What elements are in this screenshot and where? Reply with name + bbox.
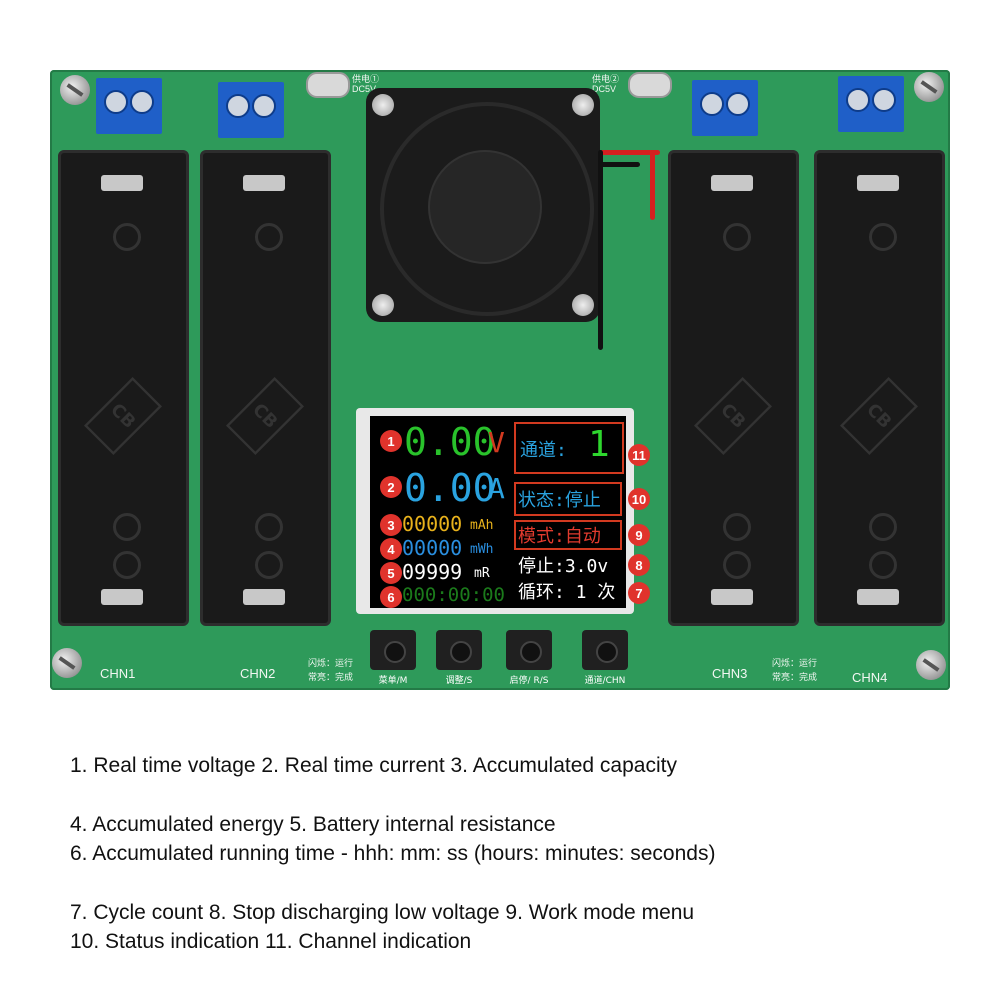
current-value: 0.00 xyxy=(404,466,496,510)
power-label-1: 供电① xyxy=(352,74,380,84)
time-value: 000:00:00 xyxy=(402,584,505,606)
current-unit: A xyxy=(488,472,505,505)
badge-5: 5 xyxy=(380,562,402,584)
caption-line-5: 10. Status indication 11. Channel indica… xyxy=(70,930,472,953)
adjust-button-label: 调整/S xyxy=(445,676,473,686)
menu-button-label: 菜单/M xyxy=(378,676,408,686)
resistance-unit: mR xyxy=(474,566,490,581)
badge-2: 2 xyxy=(380,476,402,498)
terminal-chn4 xyxy=(838,76,904,132)
product-photo: 供电① DC5V 供电② DC5V CB CB CB CB xyxy=(0,0,1001,720)
adjust-button[interactable] xyxy=(436,630,482,670)
voltage-unit: V xyxy=(488,426,505,459)
resistance-value: 09999 xyxy=(402,560,463,584)
battery-holder-4: CB xyxy=(814,150,945,626)
legend-left-blink: 闪烁：运行 xyxy=(308,658,354,668)
cooling-fan xyxy=(366,88,600,322)
mode-box xyxy=(514,520,622,550)
badge-9: 9 xyxy=(628,524,650,546)
battery-holder-1: CB xyxy=(58,150,189,626)
badge-7: 7 xyxy=(628,582,650,604)
capacity-value: 00000 xyxy=(402,512,463,536)
channel-value: 1 xyxy=(588,424,610,465)
chn1-label: CHN1 xyxy=(100,666,136,681)
badge-10: 10 xyxy=(628,488,650,510)
channel-button-label: 通道/CHN xyxy=(584,676,626,686)
terminal-chn2 xyxy=(218,82,284,138)
power-label-2: 供电② xyxy=(592,74,620,84)
fan-wire-down-red xyxy=(650,150,655,220)
caption-line-3: 6. Accumulated running time - hhh: mm: s… xyxy=(70,842,716,865)
caption-line-4: 7. Cycle count 8. Stop discharging low v… xyxy=(70,901,695,924)
energy-unit: mWh xyxy=(470,542,494,557)
capacity-unit: mAh xyxy=(470,518,494,533)
chn3-label: CHN3 xyxy=(712,666,748,681)
badge-1: 1 xyxy=(380,430,402,452)
energy-value: 00000 xyxy=(402,536,463,560)
menu-button[interactable] xyxy=(370,630,416,670)
badge-6: 6 xyxy=(380,586,402,608)
fan-wire-red xyxy=(600,150,660,155)
usb-c-port-2 xyxy=(628,72,672,98)
legend-left-solid: 常亮：完成 xyxy=(308,672,354,682)
badge-11: 11 xyxy=(628,444,650,466)
power-sub-2: DC5V xyxy=(592,84,617,94)
legend-right-solid: 常亮：完成 xyxy=(772,672,818,682)
start-stop-button-label: 启停/ R/S xyxy=(509,676,549,686)
badge-4: 4 xyxy=(380,538,402,560)
legend-right-blink: 闪烁：运行 xyxy=(772,658,818,668)
caption-line-2: 4. Accumulated energy 5. Battery interna… xyxy=(70,813,556,836)
channel-box xyxy=(514,422,624,474)
caption-line-1: 1. Real time voltage 2. Real time curren… xyxy=(70,754,677,777)
fan-wire-black xyxy=(600,162,640,167)
badge-8: 8 xyxy=(628,554,650,576)
screw-top-left xyxy=(60,75,90,105)
power-sub-1: DC5V xyxy=(352,84,377,94)
chn4-label: CHN4 xyxy=(852,670,888,685)
battery-holder-2: CB xyxy=(200,150,331,626)
chn2-label: CHN2 xyxy=(240,666,276,681)
start-stop-button[interactable] xyxy=(506,630,552,670)
terminal-chn3 xyxy=(692,80,758,136)
fan-wire-down-black xyxy=(598,150,603,350)
status-text: 状态:停止 xyxy=(518,490,601,511)
channel-button[interactable] xyxy=(582,630,628,670)
battery-holder-3: CB xyxy=(668,150,799,626)
stop-voltage-text: 停止:3.0v xyxy=(518,556,609,577)
usb-c-port-1 xyxy=(306,72,350,98)
screw-top-right xyxy=(914,72,944,102)
mode-text: 模式:自动 xyxy=(518,526,601,547)
terminal-chn1 xyxy=(96,78,162,134)
channel-label: 通道: xyxy=(520,440,567,461)
cycle-text: 循环: 1 次 xyxy=(518,582,616,603)
screw-bottom-right xyxy=(916,650,946,680)
voltage-value: 0.00 xyxy=(404,420,496,464)
badge-3: 3 xyxy=(380,514,402,536)
screw-bottom-left xyxy=(52,648,82,678)
lcd-screen: 0.00 V 0.00 A 00000 mAh 00000 mWh 09999 … xyxy=(370,416,626,608)
status-box xyxy=(514,482,622,516)
